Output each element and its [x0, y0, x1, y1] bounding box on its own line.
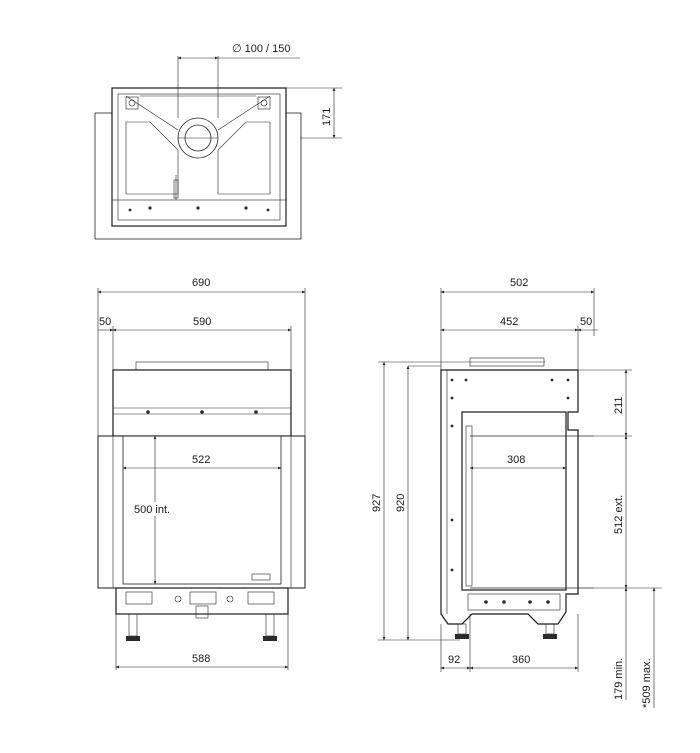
front-base-588-label: 588	[192, 653, 210, 665]
front-upper-body	[112, 369, 292, 437]
top-view-body	[111, 87, 287, 227]
flue-diameter-label: ∅ 100 / 150	[232, 43, 291, 55]
side-view: 502 452 50 927 920 308	[371, 277, 662, 708]
side-depth-502-label: 502	[510, 277, 528, 289]
side-firebox	[461, 411, 567, 591]
side-height-927-label: 927	[371, 494, 383, 512]
side-base-509-label: *509 max.	[641, 658, 653, 708]
side-height-512-label: 512 ext.	[613, 495, 625, 534]
front-offset-50-label: 50	[99, 316, 111, 328]
front-height-500-label: 500 int.	[134, 504, 170, 516]
side-offset-50-label: 50	[580, 316, 592, 328]
side-height-211-label: 211	[613, 396, 625, 414]
top-depth-171-label: 171	[321, 108, 333, 126]
side-depth-92-label: 92	[448, 654, 460, 666]
side-base-179-label: 179 min.	[613, 658, 625, 700]
front-width-690-label: 690	[192, 277, 210, 289]
top-view-right-panel	[217, 121, 271, 195]
front-firebox-opening	[122, 435, 282, 585]
side-depth-452-label: 452	[500, 316, 518, 328]
side-height-920-label: 920	[395, 494, 407, 512]
side-depth-308-label: 308	[507, 454, 525, 466]
front-width-590-label: 590	[193, 316, 211, 328]
top-view: ∅ 100 / 150 171	[94, 43, 342, 240]
front-opening-522-label: 522	[192, 454, 210, 466]
side-depth-360-label: 360	[512, 654, 530, 666]
front-view: 690 50 590 522 500 int.	[97, 277, 306, 670]
top-view-left-panel	[125, 121, 179, 195]
